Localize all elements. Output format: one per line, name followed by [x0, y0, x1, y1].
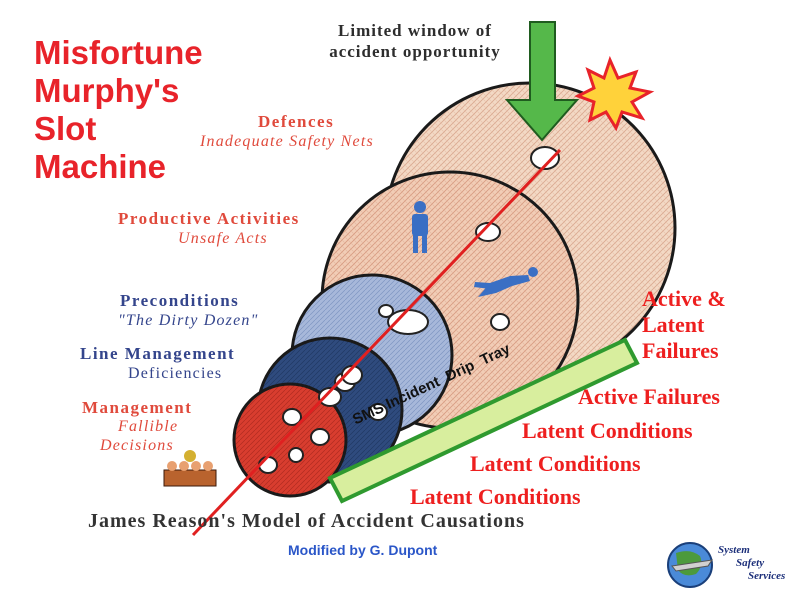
- title-line-3: Slot: [34, 110, 97, 147]
- drip-tray: [327, 337, 640, 504]
- management-people-icon: [163, 450, 217, 487]
- line-management-subtitle: Deficiencies: [128, 365, 223, 382]
- disc-hole: [530, 146, 560, 170]
- accident-trajectory-line: [191, 148, 562, 537]
- management-subtitle-2: Decisions: [100, 437, 174, 454]
- latent-conditions-3: Latent Conditions: [410, 484, 581, 509]
- preconditions-subtitle: "The Dirty Dozen": [118, 312, 259, 329]
- productive-title: Productive Activities: [118, 209, 300, 228]
- disc-hole: [341, 365, 363, 385]
- disc-hole: [288, 447, 304, 463]
- logo-line-2: Safety: [736, 557, 765, 569]
- window-caption-line-2: accident opportunity: [329, 42, 501, 61]
- person-standing-icon: [412, 201, 428, 253]
- logo-line-1: System: [718, 544, 750, 556]
- disc-hole: [310, 428, 330, 446]
- latent-conditions-2: Latent Conditions: [470, 451, 641, 476]
- defences-subtitle: Inadequate Safety Nets: [200, 133, 374, 150]
- arrow-down-icon: [504, 21, 580, 142]
- person-falling-icon: [474, 267, 538, 297]
- disc-hole: [490, 313, 510, 331]
- window-caption-line-1: Limited window of: [338, 21, 492, 40]
- title-line-1: Misfortune: [34, 34, 203, 71]
- active-latent-line-3: Failures: [642, 338, 719, 363]
- credit: Modified by G. Dupont: [288, 542, 438, 558]
- active-failures: Active Failures: [578, 384, 720, 409]
- system-safety-services-logo: [667, 542, 714, 588]
- management-title: Management: [82, 398, 193, 417]
- window-caption: Limited window of accident opportunity: [300, 20, 530, 62]
- title-line-4: Machine: [34, 148, 167, 185]
- productive-subtitle: Unsafe Acts: [178, 230, 268, 247]
- active-latent-line-2: Latent: [642, 312, 705, 337]
- line-management-title: Line Management: [80, 344, 236, 363]
- disc-hole: [368, 403, 388, 421]
- latent-conditions-1: Latent Conditions: [522, 418, 693, 443]
- bottom-title: James Reason's Model of Accident Causati…: [88, 510, 525, 532]
- defences-title: Defences: [258, 112, 335, 131]
- active-latent-line-1: Active &: [642, 286, 726, 311]
- disc-hole: [378, 304, 394, 318]
- disc-hole: [318, 387, 342, 407]
- title-line-2: Murphy's: [34, 72, 180, 109]
- preconditions-title: Preconditions: [120, 291, 240, 310]
- logo-line-3: Services: [748, 570, 786, 582]
- management-subtitle-1: Fallible: [118, 418, 179, 435]
- disc-hole: [282, 408, 302, 426]
- explosion-icon: [574, 55, 655, 132]
- disc-hole: [475, 222, 501, 242]
- logo-text: System Safety Services: [718, 544, 785, 583]
